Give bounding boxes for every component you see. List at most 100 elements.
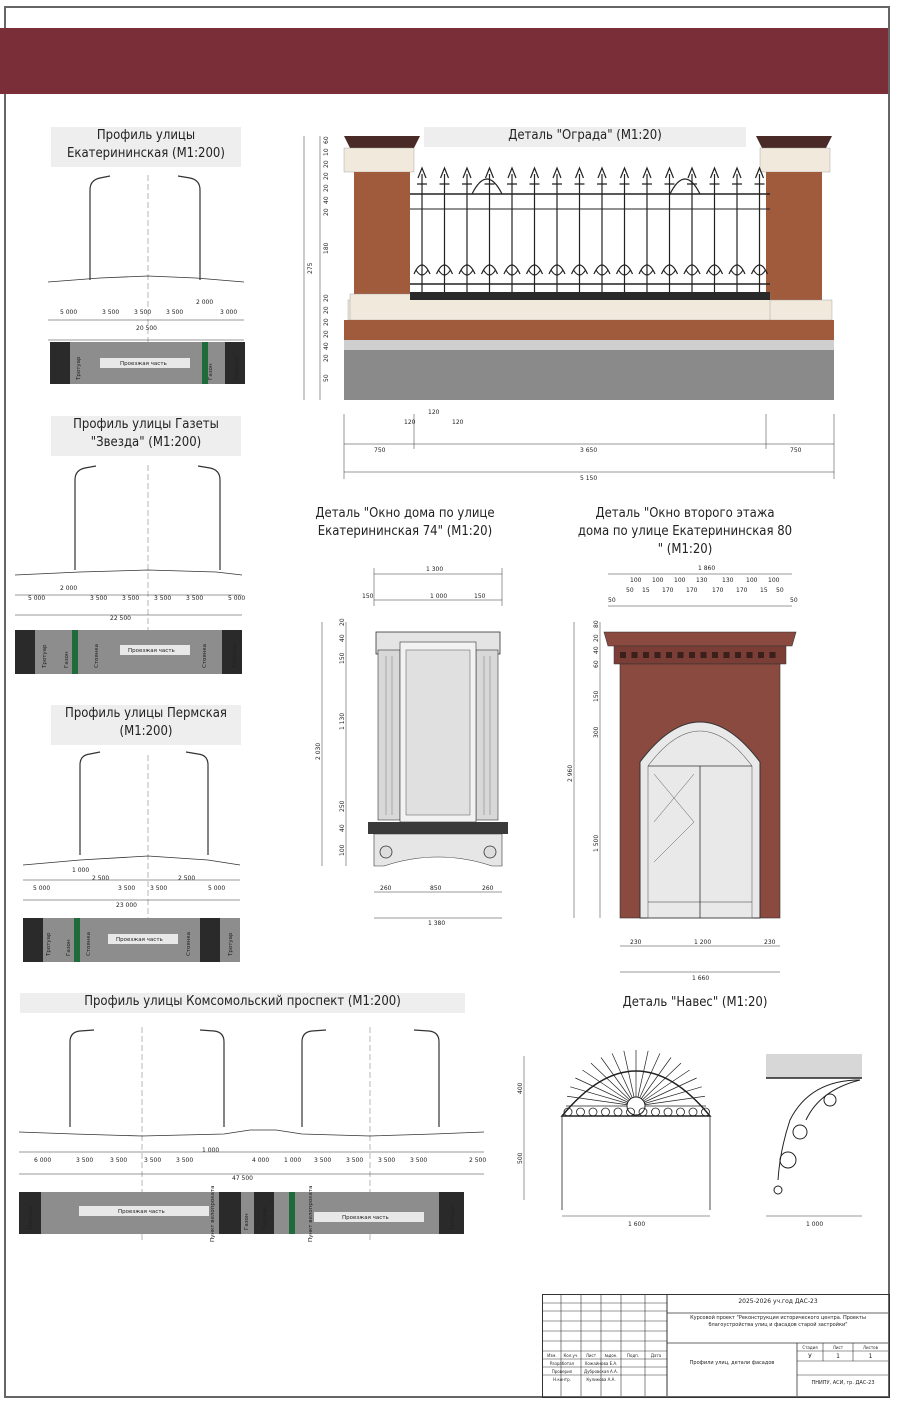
canopy-ray xyxy=(635,1095,705,1107)
dim-label: 20 xyxy=(323,172,330,180)
canopy-ray xyxy=(611,1053,637,1107)
fence-finial xyxy=(417,166,427,185)
zone-label: Газон xyxy=(64,651,70,668)
fence-scroll xyxy=(570,264,589,276)
profile-zvezda-drawing: 5 000 2 000 3 500 3 500 3 500 3 500 5 00… xyxy=(14,465,245,674)
profile-ekaterininskaya-drawing: 5 000 3 500 3 500 3 500 2 000 3 000 20 5… xyxy=(47,175,245,384)
dentils xyxy=(620,652,776,658)
fence-finial xyxy=(709,166,720,185)
road-label: Проезжая часть xyxy=(342,1215,389,1221)
dim-label: 20 xyxy=(323,294,330,302)
stamp-lit-2: Листов xyxy=(863,1345,878,1350)
fence-scroll xyxy=(683,264,701,276)
fence-scroll xyxy=(593,264,611,276)
dim-label: 150 xyxy=(593,690,600,702)
dentil xyxy=(712,652,718,658)
dentil xyxy=(689,652,695,658)
dim-label: 100 xyxy=(768,577,780,584)
stamp-row-2: Н.контр. xyxy=(553,1377,571,1382)
fence-finial xyxy=(732,166,742,185)
stamp-lit-1: Лист xyxy=(832,1345,844,1350)
canopy-dot xyxy=(588,1107,598,1117)
dim-label: 3 500 xyxy=(90,595,107,602)
fence-finial xyxy=(552,166,562,185)
dim-label: 500 xyxy=(517,1152,524,1164)
dim-label: 60 xyxy=(593,660,600,668)
canopy-ray xyxy=(635,1069,690,1107)
fence-scroll xyxy=(525,264,544,276)
stamp-head-0: Изм. xyxy=(547,1353,557,1358)
canopy-dot xyxy=(676,1107,685,1117)
profile-permskaya-title: Профиль улицы Пермская (М1:200) xyxy=(51,705,241,745)
dim-label: 3 500 xyxy=(150,885,167,892)
title-block-grid xyxy=(543,1295,888,1396)
dim-label: 130 xyxy=(696,577,708,584)
stamp-sheet: 1 xyxy=(836,1353,840,1360)
dim-label: 150 xyxy=(474,593,486,600)
dim-label: 100 xyxy=(339,844,346,856)
fence-bars xyxy=(413,166,769,292)
dim-label: 3 650 xyxy=(580,447,597,454)
dim-label: 1 000 xyxy=(202,1147,219,1154)
dim-label: 20 xyxy=(323,318,330,326)
stamp-name-0: Хожайнова Е.А. xyxy=(584,1361,618,1366)
dim-label: 120 xyxy=(452,419,464,426)
dentil xyxy=(758,652,764,658)
dim-label: 1 130 xyxy=(339,713,346,730)
profile-komsomolsky-drawing: 6 000 3 500 3 500 3 500 3 500 1 000 4 00… xyxy=(18,1027,486,1242)
fence-scroll xyxy=(615,264,634,276)
fence-scroll xyxy=(750,264,769,276)
dim-total: 1 300 xyxy=(426,566,443,573)
fence-scroll xyxy=(480,264,499,276)
fence-scroll xyxy=(503,264,521,276)
dim-label: 170 xyxy=(736,587,748,594)
fence-scroll xyxy=(660,264,679,276)
dim-label: 50 xyxy=(608,597,616,604)
canopy-ray xyxy=(590,1062,637,1107)
fence-scroll xyxy=(728,264,746,276)
dentil xyxy=(643,652,649,658)
stamp-subtitle: Профили улиц, детали фасадов xyxy=(689,1360,775,1366)
dim-label: 15 xyxy=(760,587,768,594)
zone-label: Стоянка xyxy=(86,932,92,956)
stamp-head-4: Подп. xyxy=(626,1353,640,1358)
stamp-row-1: Проверил xyxy=(551,1369,573,1374)
zone-label: Стоянка xyxy=(94,644,100,668)
dentil xyxy=(769,652,776,658)
fence-finial xyxy=(642,166,652,185)
stamp-head-1: Кол.уч. xyxy=(563,1353,579,1358)
window74-title: Деталь "Окно дома по улице Екатерининска… xyxy=(315,506,495,539)
stamp-name-2: Куликова А.А. xyxy=(586,1377,616,1382)
dim-label: 20 xyxy=(323,330,330,338)
dim-total: 1 380 xyxy=(428,920,445,927)
stamp-org: ПНИПУ, АСИ, гр. ДАС-23 xyxy=(811,1380,875,1386)
zone-label: Стоянка xyxy=(186,932,192,956)
canopy-rays xyxy=(566,1050,706,1107)
dentil xyxy=(677,652,684,658)
road-label: Проезжая часть xyxy=(120,361,167,367)
dim-label: 20 xyxy=(593,634,600,642)
dim-label: 20 xyxy=(323,354,330,362)
canopy-dot xyxy=(626,1107,635,1117)
dim-label: 2 000 xyxy=(60,585,77,592)
stamp-head-5: Дата xyxy=(650,1353,662,1358)
dim-label: 260 xyxy=(482,885,494,892)
window74-drawing: 1 300 150 1 000 150 20 40 150 1 130 250 … xyxy=(315,566,508,927)
dim-label: 20 xyxy=(323,160,330,168)
dim-label: 1 000 xyxy=(806,1221,823,1228)
dim-label: 1 600 xyxy=(628,1221,645,1228)
window80-drawing: 1 860 100 100 100 130 130 100 100 50 15 … xyxy=(567,565,798,982)
stamp-row-0: Разработал xyxy=(549,1361,575,1366)
dim-label: 275 xyxy=(307,262,314,274)
fence-finial xyxy=(439,166,450,185)
dim-label: 3 500 xyxy=(314,1157,331,1164)
stamp-description: Курсовой проект "Реконструкция историчес… xyxy=(690,1315,866,1328)
dim-total: 5 150 xyxy=(580,475,597,482)
stamp-head-3: №док. xyxy=(604,1353,618,1358)
sheet-frame xyxy=(4,6,890,1398)
dim-label: 1 000 xyxy=(72,867,89,874)
dim-label: 400 xyxy=(517,1082,524,1094)
dim-label: 40 xyxy=(323,342,330,350)
dim-label: 100 xyxy=(746,577,758,584)
profile-permskaya-drawing: 5 000 1 000 2 500 3 500 3 500 2 500 5 00… xyxy=(22,751,241,962)
